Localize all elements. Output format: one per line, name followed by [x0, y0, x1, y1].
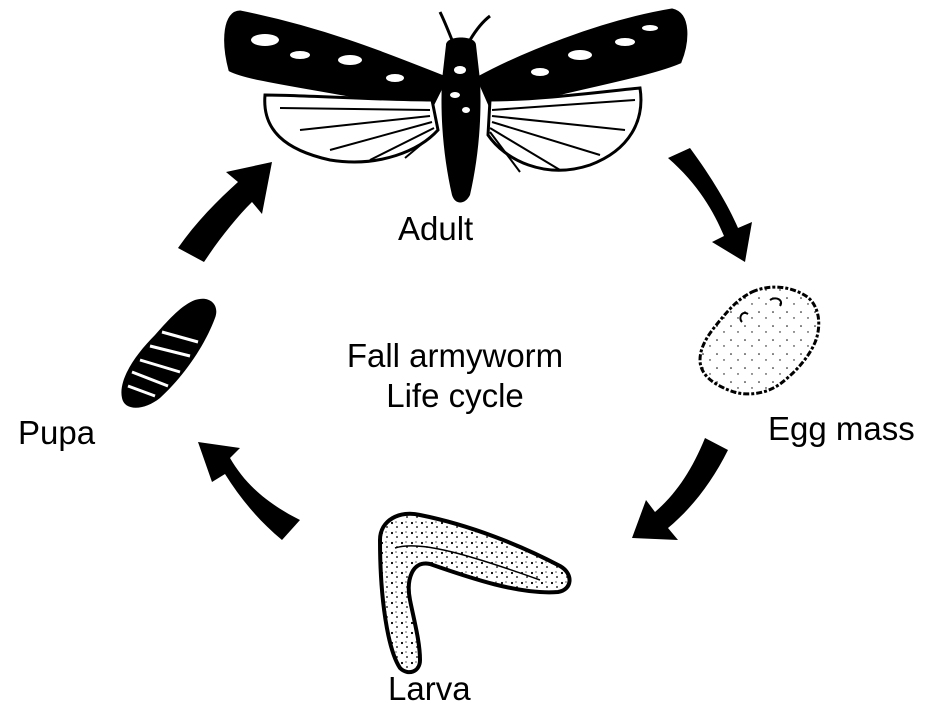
diagram-title: Fall armyworm Life cycle — [300, 336, 610, 416]
arrow-pupa-to-adult-icon — [178, 162, 272, 262]
arrow-larva-to-pupa-icon — [198, 442, 300, 540]
arrow-egg-to-larva-icon — [632, 438, 728, 540]
pupa-icon — [121, 299, 216, 408]
stage-label-pupa: Pupa — [18, 416, 95, 449]
moth-icon — [226, 10, 686, 203]
egg-mass-icon — [700, 287, 819, 394]
title-line-1: Fall armyworm — [300, 336, 610, 376]
stage-label-adult: Adult — [398, 212, 473, 245]
arrow-adult-to-egg-icon — [668, 148, 752, 262]
larva-icon — [380, 514, 570, 672]
stage-label-larva: Larva — [388, 672, 471, 705]
title-line-2: Life cycle — [300, 376, 610, 416]
stage-label-egg-mass: Egg mass — [768, 412, 915, 445]
